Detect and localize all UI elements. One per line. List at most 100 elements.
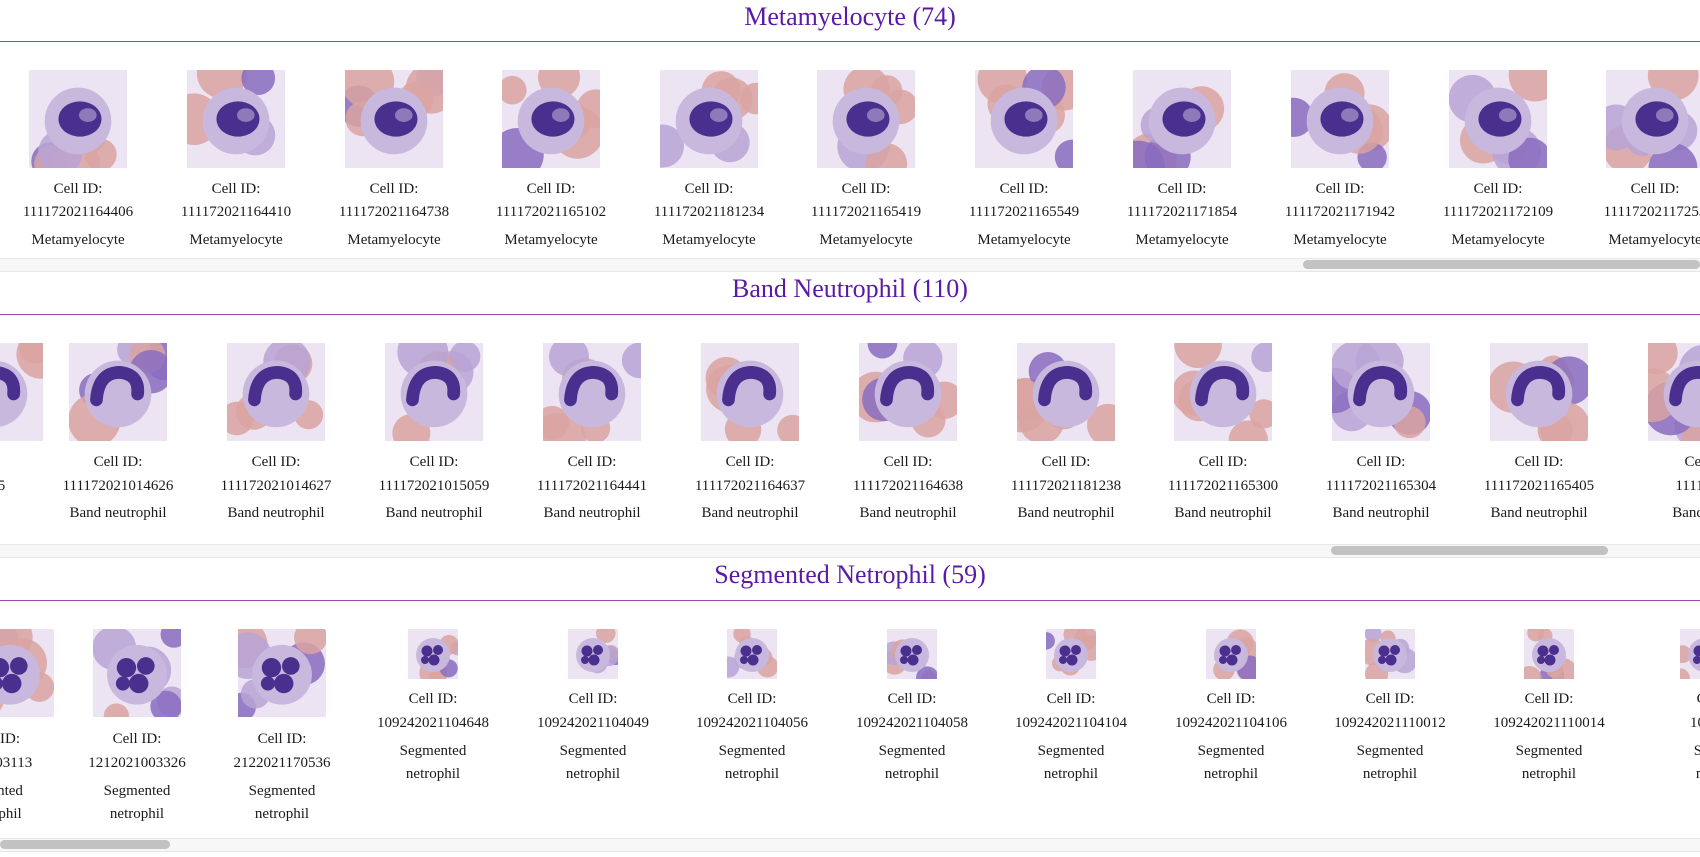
cell-type-label: Segmented (399, 743, 467, 759)
cell-id-value: 111172021164738 (338, 204, 450, 220)
cell-image[interactable] (727, 629, 777, 679)
cell-type-label: Band neutrophil (1332, 505, 1430, 521)
cell-id-value: 003113 (0, 755, 33, 771)
cell-id-value: 2122021170536 (233, 755, 331, 771)
cell-id-value: 111172021165405 (1483, 478, 1595, 494)
cell-image[interactable] (227, 343, 325, 441)
horizontal-scrollbar[interactable] (0, 258, 1700, 272)
cell-type-label: Band neutrophil (859, 505, 957, 521)
cell-id-value: 111172021165102 (495, 204, 607, 220)
scrollbar-thumb[interactable] (0, 840, 170, 849)
cell-type-label: Segmented (1356, 743, 1424, 759)
cell-type-label-line2: netrophil (1362, 766, 1418, 782)
cell-id-label: Cell ID: (369, 181, 419, 197)
cell-image[interactable] (1017, 343, 1115, 441)
cell-id-label: Cell ID: (1524, 691, 1574, 707)
cell-image[interactable] (1365, 629, 1415, 679)
cell-type-label: Metamyelocyte (1608, 232, 1700, 248)
cell-type-label: Band neutrophil (1017, 505, 1115, 521)
cell-type-label: Band ne (1672, 505, 1700, 521)
cell-image[interactable] (701, 343, 799, 441)
cell-image[interactable] (29, 70, 127, 168)
cell-image[interactable] (1206, 629, 1256, 679)
cell-id-value: 111172021172109 (1442, 204, 1554, 220)
cell-image[interactable] (1332, 343, 1430, 441)
cell-image[interactable] (0, 343, 43, 441)
cell-id-label: Cell ID: (567, 454, 617, 470)
cell-id-value: 525 (0, 478, 6, 494)
cell-id-value: 111172021164637 (694, 478, 806, 494)
cell-id-value: 109242021104104 (1015, 715, 1127, 731)
cell-image[interactable] (817, 70, 915, 168)
cell-id-value: 111172021164441 (536, 478, 648, 494)
cell-image[interactable] (385, 343, 483, 441)
cell-image[interactable] (238, 629, 326, 717)
cell-image[interactable] (543, 343, 641, 441)
cell-type-label: Band neutrophil (543, 505, 641, 521)
cell-id-value: 111172021171854 (1126, 204, 1238, 220)
cell-image[interactable] (93, 629, 181, 717)
cell-id-label: Cell ID: (887, 691, 937, 707)
cell-type-label: Metamyelocyte (31, 232, 125, 248)
cell-id-label: Cell ID: (93, 454, 143, 470)
cell-image[interactable] (1133, 70, 1231, 168)
cell-id-value: 109242021104058 (856, 715, 968, 731)
cell-id-value: 111172 (1675, 478, 1700, 494)
cell-id-label: Cell ID: (1206, 691, 1256, 707)
cell-id-label: Cell ID: (257, 731, 307, 747)
horizontal-scrollbar[interactable] (0, 838, 1700, 852)
cell-id-label: Cell ID: (211, 181, 261, 197)
cell-image[interactable] (502, 70, 600, 168)
cell-id-value: 109242021104049 (537, 715, 649, 731)
cell-id-label: Cell ID: (727, 691, 777, 707)
cell-image[interactable] (408, 629, 458, 679)
cell-id-label: Cell (1684, 454, 1700, 470)
cell-id-label: Cell ID: (409, 454, 459, 470)
cell-type-label: Band neutrophil (701, 505, 799, 521)
cell-id-label: Cell ID: (725, 454, 775, 470)
cell-id-value: 109242021104648 (377, 715, 489, 731)
cell-image[interactable] (1291, 70, 1389, 168)
cell-image[interactable] (1046, 629, 1096, 679)
cell-image[interactable] (1449, 70, 1547, 168)
cell-type-label: Metamyelocyte (504, 232, 598, 248)
cell-image[interactable] (1524, 629, 1574, 679)
scrollbar-thumb[interactable] (1303, 260, 1700, 269)
cell-type-label: Metamyelocyte (189, 232, 283, 248)
cell-image[interactable] (660, 70, 758, 168)
cell-image[interactable] (69, 343, 167, 441)
cell-image[interactable] (568, 629, 618, 679)
cell-image[interactable] (1680, 629, 1700, 679)
cell-id-value: 111172021165304 (1325, 478, 1437, 494)
cell-id-label: Cell ID: (1356, 454, 1406, 470)
cell-id-value: 111172021165549 (968, 204, 1080, 220)
cell-type-label: Segmented (718, 743, 786, 759)
cell-image[interactable] (1490, 343, 1588, 441)
cell-image[interactable] (859, 343, 957, 441)
cell-image[interactable] (187, 70, 285, 168)
cell-id-value: 111172021181238 (1010, 478, 1122, 494)
cell-image[interactable] (1606, 70, 1700, 168)
cell-id-value: 11117202117253 (1603, 204, 1700, 220)
cell-type-label: Segmented (1197, 743, 1265, 759)
cell-id-label: Cell ID: (251, 454, 301, 470)
section-title: Metamyelocyte (74) (744, 2, 956, 31)
cell-image[interactable] (0, 629, 54, 717)
cell-id-value: 1212021003326 (88, 755, 186, 771)
cell-type-label: Band neutrophil (1174, 505, 1272, 521)
cell-image[interactable] (1174, 343, 1272, 441)
cell-image[interactable] (975, 70, 1073, 168)
horizontal-scrollbar[interactable] (0, 544, 1700, 558)
cell-type-label-line2: netrophil (109, 806, 165, 822)
cell-image[interactable] (887, 629, 937, 679)
section-divider (0, 41, 1700, 42)
cell-image[interactable] (1648, 343, 1700, 441)
cell-id-value: 111172021165419 (810, 204, 922, 220)
cell-image[interactable] (345, 70, 443, 168)
section-title: Segmented Netrophil (59) (714, 560, 986, 589)
cell-type-label: Segmented (1515, 743, 1583, 759)
section-divider (0, 600, 1700, 601)
cell-type-label: Seg (1693, 743, 1700, 759)
cell-type-label-line2: netrophil (1043, 766, 1099, 782)
scrollbar-thumb[interactable] (1331, 546, 1608, 555)
